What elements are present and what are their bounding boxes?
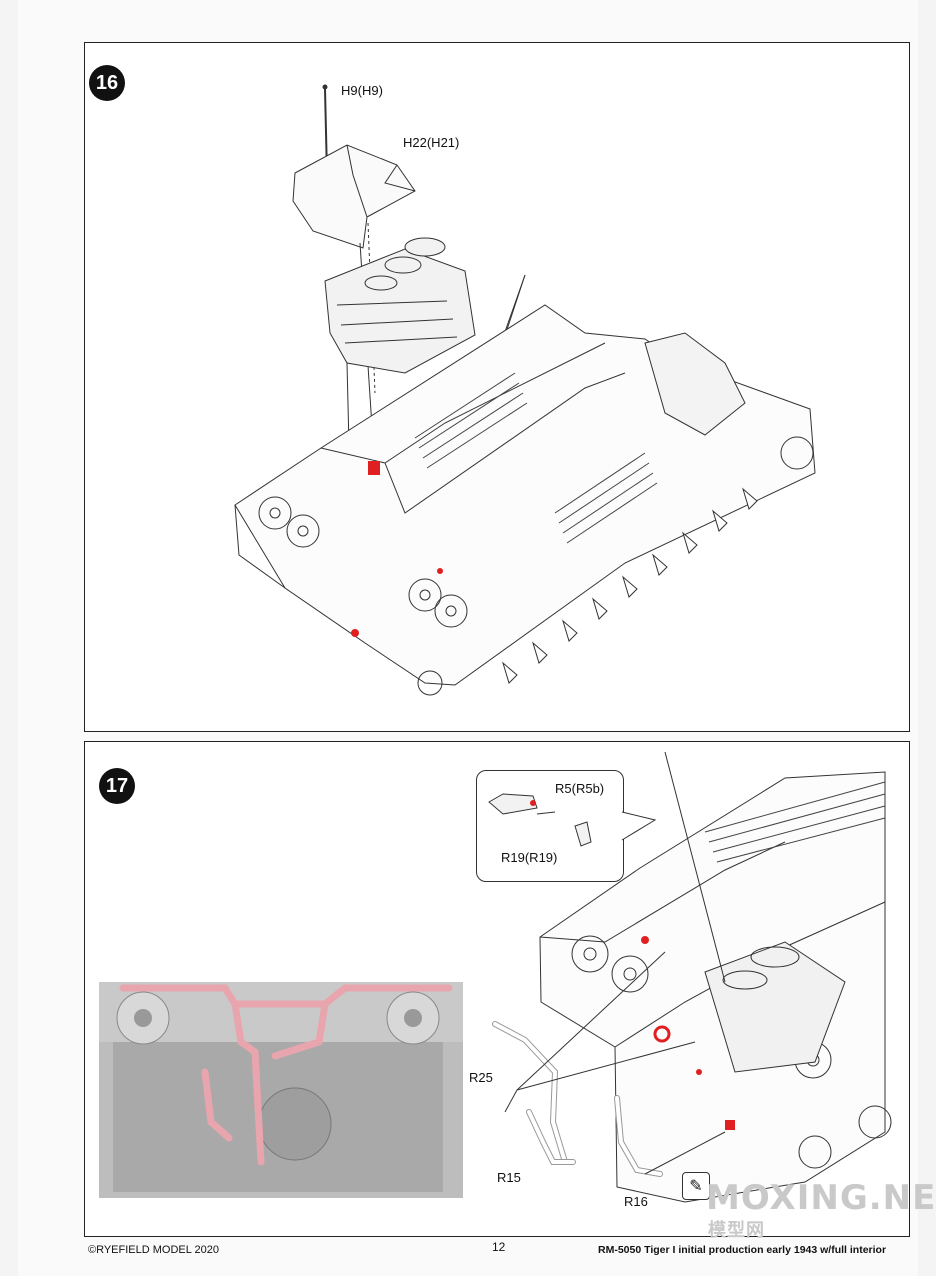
watermark-cjk: 模型网 xyxy=(708,1220,765,1241)
step-number-16: 16 xyxy=(89,65,125,101)
part-label-h22: H22(H21) xyxy=(403,135,460,150)
part-label-h9: H9(H9) xyxy=(341,83,383,98)
part-label-r25: R25 xyxy=(469,1070,493,1085)
reference-photo xyxy=(99,982,463,1198)
part-label-r19: R19(R19) xyxy=(501,850,558,865)
footer-copyright: ©RYEFIELD MODEL 2020 xyxy=(88,1244,219,1256)
step-16-drawing xyxy=(234,84,816,696)
step-17-drawing xyxy=(99,751,892,1203)
part-label-r15: R15 xyxy=(497,1170,521,1185)
footer-product: RM-5050 Tiger I initial production early… xyxy=(598,1244,887,1256)
step-16-panel: 16 xyxy=(84,42,910,732)
part-label-r16: R16 xyxy=(624,1194,648,1209)
watermark-latin: MOXING.NET xyxy=(706,1178,936,1218)
cement-icon: ✎ xyxy=(682,1172,710,1200)
detail-callout xyxy=(476,770,624,882)
step-number-17: 17 xyxy=(99,768,135,804)
part-label-r5: R5(R5b) xyxy=(555,781,605,796)
step-17-panel: 17 xyxy=(84,741,910,1237)
footer-page-number: 12 xyxy=(492,1240,506,1254)
